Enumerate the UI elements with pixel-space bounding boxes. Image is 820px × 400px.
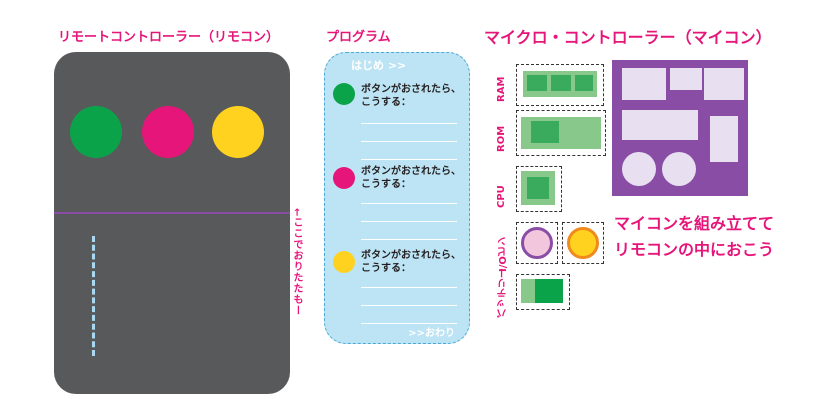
ram-chip [575,75,593,91]
cpu-label: CPU [496,185,507,208]
cpu-chip [527,177,549,199]
rom-label: ROM [496,125,507,152]
write-line [361,141,457,142]
step-pink-line2: こうする： [361,179,411,190]
step-green-line2: こうする： [361,97,411,108]
step-green-dot [333,83,355,105]
instruction-line-1: マイコンを組み立てて [614,214,775,233]
write-line [361,221,457,222]
remote-button-yellow[interactable] [212,106,264,158]
slot-io-right[interactable] [662,152,696,186]
slot-io-left[interactable] [622,152,656,186]
step-yellow-dot [333,251,355,273]
step-pink-dot [333,167,355,189]
remote-button-green[interactable] [70,106,122,158]
slot-rom[interactable] [622,110,698,140]
write-line [361,287,457,288]
program-end-label: >>おわり [408,328,455,339]
write-line [361,305,457,306]
mcu-board [612,60,748,196]
write-line [361,239,457,240]
ram-part[interactable] [516,64,604,106]
ram-chip [527,75,547,91]
program-title: プログラム [326,30,391,45]
ram-chip [551,75,571,91]
step-green-line1: ボタンがおされたら、 [361,84,461,95]
fold-line [54,212,290,214]
remote-button-pink[interactable] [142,106,194,158]
remote-control [54,52,290,394]
rom-part[interactable] [516,110,606,156]
program-card: はじめ >> ボタンがおされたら、 こうする： ボタンがおされたら、 こうする：… [324,52,470,344]
fold-instruction: ←ここでおりたたもー [291,208,302,317]
io-label: I/Oピン [498,236,509,272]
ram-label: RAM [496,76,507,102]
write-line [361,323,457,324]
io-pin-orange-face [567,227,599,259]
io-pin-purple-face [521,227,553,259]
mcu-title: マイクロ・コントローラー（マイコン） [484,28,772,47]
step-pink-line1: ボタンがおされたら、 [361,166,461,177]
cpu-part[interactable] [516,166,562,212]
slot-ram-mid[interactable] [670,68,702,90]
battery-part[interactable] [516,274,570,310]
instruction-line-2: リモコンの中におこう [614,240,775,259]
write-line [361,159,457,160]
write-line [361,203,457,204]
io-pin-orange[interactable] [562,222,604,264]
step-green-text: ボタンがおされたら、 こうする： [361,83,465,109]
battery-cap [521,279,535,303]
io-pin-purple[interactable] [516,222,558,264]
slot-ram-left[interactable] [622,68,666,100]
step-yellow-text: ボタンがおされたら、 こうする： [361,249,465,275]
step-yellow-line2: こうする： [361,263,411,274]
step-yellow-line1: ボタンがおされたら、 [361,250,461,261]
write-line [361,123,457,124]
remote-lane-dash [92,236,95,356]
battery-label: バッテリー [498,268,509,318]
program-start-label: はじめ >> [351,59,407,72]
step-pink-text: ボタンがおされたら、 こうする： [361,165,465,191]
slot-cpu[interactable] [710,116,738,162]
rom-chip [531,121,559,143]
slot-ram-right[interactable] [704,68,744,100]
remote-title: リモートコントローラー（リモコン） [58,30,280,45]
